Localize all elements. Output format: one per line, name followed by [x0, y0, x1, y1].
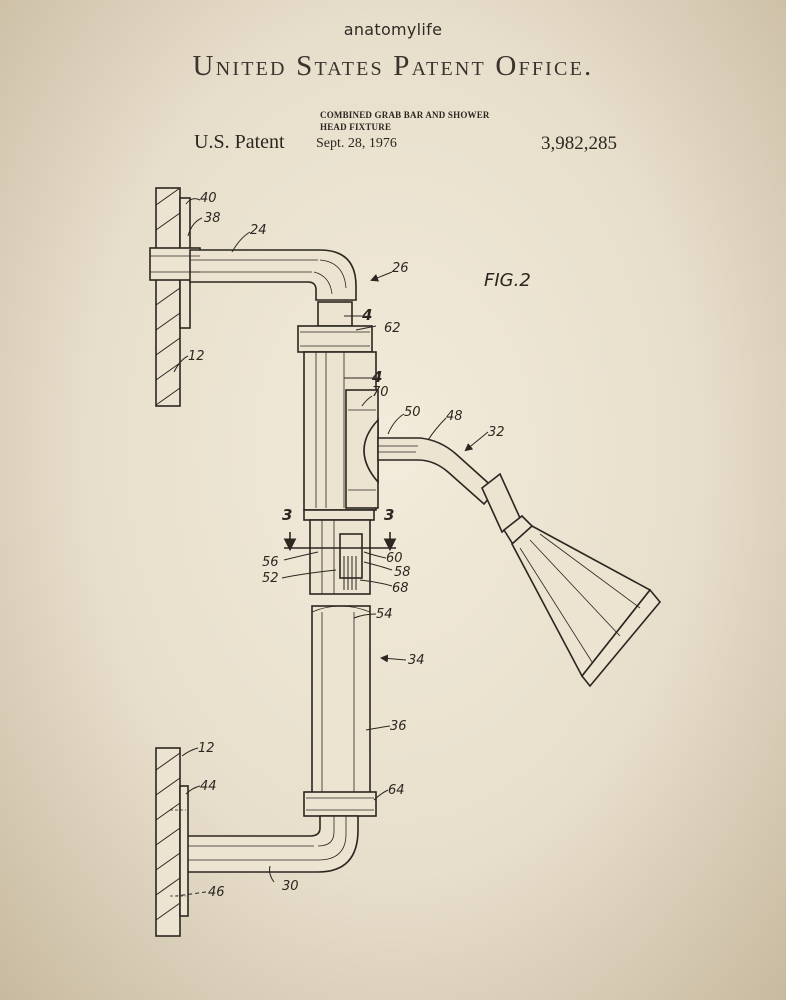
- ref-12-lower: 12: [198, 741, 215, 756]
- ref-52: 52: [262, 571, 279, 586]
- ref-64: 64: [388, 783, 405, 798]
- lower-collar: [303, 791, 377, 817]
- brand-name: anatomylife: [343, 20, 443, 39]
- ref-4-lower: 4: [371, 368, 382, 386]
- ref-60: 60: [386, 551, 403, 566]
- ref-40: 40: [200, 191, 217, 206]
- lower-wall: [155, 747, 189, 937]
- ref-26: 26: [392, 261, 409, 276]
- ref-56: 56: [262, 555, 279, 570]
- ref-48: 48: [446, 409, 463, 424]
- ref-38: 38: [204, 211, 221, 226]
- upper-arm: [149, 247, 357, 301]
- ref-36: 36: [390, 719, 407, 734]
- ref-34: 34: [408, 653, 425, 668]
- ref-54: 54: [376, 607, 393, 622]
- ref-50: 50: [404, 405, 421, 420]
- lower-arm: [185, 815, 359, 873]
- patent-title-line-1: COMBINED GRAB BAR AND SHOWER: [320, 110, 490, 120]
- reference-numerals: 40 38 24 26 12 4 62 4 70 50 48 32 3 3 56…: [188, 191, 505, 900]
- ref-30: 30: [282, 879, 299, 894]
- ref-70: 70: [372, 385, 389, 400]
- shower-head: [377, 437, 662, 688]
- ref-46: 46: [208, 885, 225, 900]
- patent-title-line-2: HEAD FIXTURE: [320, 122, 392, 132]
- ref-58: 58: [394, 565, 411, 580]
- upper-tube: [303, 351, 379, 511]
- ref-62: 62: [384, 321, 401, 336]
- ref-3-left: 3: [282, 506, 292, 524]
- figure-label: FIG.2: [484, 270, 531, 291]
- ref-4-upper: 4: [361, 306, 372, 324]
- office-heading: United States Patent Office.: [192, 50, 594, 82]
- upper-wall: [155, 187, 191, 407]
- ref-3-right: 3: [384, 506, 394, 524]
- leader-lines: [173, 198, 489, 897]
- ref-12-upper: 12: [188, 349, 205, 364]
- upper-collar: [297, 301, 373, 353]
- patent-number: 3,982,285: [541, 133, 617, 154]
- lower-tube: [311, 605, 371, 797]
- patent-date: Sept. 28, 1976: [316, 136, 397, 151]
- joint-section: [283, 509, 397, 595]
- ref-68: 68: [392, 581, 409, 596]
- patent-label: U.S. Patent: [194, 131, 285, 153]
- ref-32: 32: [488, 425, 505, 440]
- ref-24: 24: [250, 223, 267, 238]
- ref-44: 44: [200, 779, 217, 794]
